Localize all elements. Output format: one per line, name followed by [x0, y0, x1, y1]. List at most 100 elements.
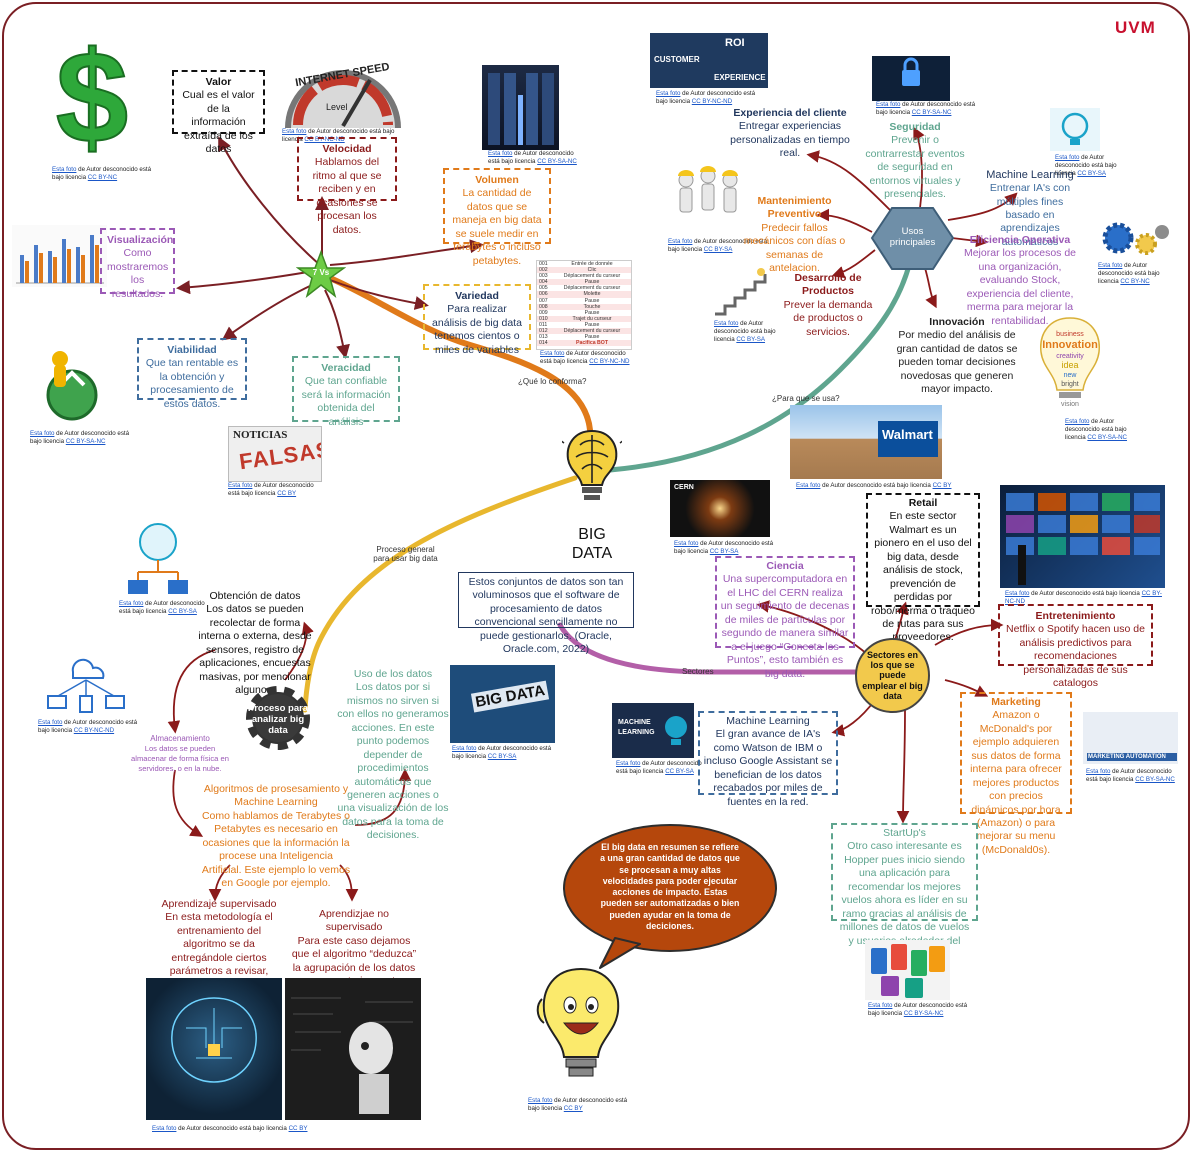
screens-wall-image — [1000, 485, 1165, 588]
hub-sectores: Sectores en los que se puede emplear el … — [855, 638, 930, 713]
variedad-row-label: Pause — [584, 334, 600, 341]
hub-usos-label: Usos principales — [889, 226, 936, 249]
ml-bulb-image — [1050, 108, 1100, 151]
variedad-row-number: 001 — [539, 261, 548, 267]
cloud-devices-image — [38, 650, 133, 716]
credit-recycle: Esta foto de Autor desconocido está bajo… — [30, 430, 130, 445]
gears-image — [1096, 218, 1174, 258]
variedad-table-row: 009 Pause — [537, 309, 631, 316]
summary-bubble-shape — [563, 824, 777, 969]
variedad-row-label: Pause — [584, 279, 600, 286]
data-center-image — [482, 65, 559, 150]
credit-fakenews: Esta foto de Autor desconocido está bajo… — [228, 482, 314, 497]
workers-image — [668, 162, 750, 232]
credit-smiling-bulb: Esta foto de Autor desconocido está bajo… — [528, 1097, 628, 1112]
variedad-table-row: 001 Entrée de donnée — [537, 261, 631, 268]
variedad-row-number: 003 — [539, 273, 548, 280]
credit-network: Esta foto de Autor desconocido está bajo… — [119, 600, 205, 615]
variedad-row-number: 012 — [539, 328, 548, 335]
hub-7vs-label: 7 Vs — [312, 268, 330, 277]
credit-ml-bulb: Esta foto de Autor desconocido está bajo… — [1055, 154, 1117, 177]
credit-roi: Esta foto de Autor desconocido está bajo… — [656, 90, 756, 105]
innovation-bulb-image: business Innovation creativity idea new … — [1035, 314, 1105, 414]
svg-text:Level: Level — [326, 102, 348, 112]
svg-text:idea: idea — [1061, 360, 1078, 370]
variedad-row-number: 008 — [539, 303, 548, 310]
recycle-man-image — [32, 345, 110, 423]
variedad-row-label: Entrée de donnée — [571, 261, 613, 267]
credit-bigdata-files: Esta foto de Autor desconocido está bajo… — [452, 745, 552, 760]
credit-screens: Esta foto de Autor desconocido está bajo… — [1005, 590, 1162, 605]
marketing-automation-image: MARKETING AUTOMATION — [1083, 712, 1178, 764]
credit-security: Esta foto de Autor desconocido está bajo… — [876, 101, 976, 116]
credit-mobile: Esta foto de Autor desconocido está bajo… — [868, 1002, 968, 1017]
svg-text:business: business — [1056, 331, 1084, 338]
variedad-row-label: Déplacement du curseur — [563, 273, 621, 280]
bar-chart-image — [12, 225, 107, 287]
brand-logo: UVM — [1115, 18, 1156, 37]
credit-gears: Esta foto de Autor desconocido está bajo… — [1098, 262, 1160, 285]
variedad-row-label: Pacifica BOT — [575, 340, 608, 347]
variedad-table-row: 004 Pause — [537, 279, 631, 286]
walmart-image: Walmart — [790, 405, 942, 479]
credit-datacenter: Esta foto de Autor desconocido está bajo… — [488, 150, 577, 165]
machine-learning-image: MACHINE LEARNING — [612, 703, 694, 758]
label-para-que-se-usa: ¿Para que se usa? — [772, 394, 840, 403]
variedad-row-number: 007 — [539, 297, 548, 304]
variedad-row-number: 014 — [539, 340, 548, 347]
svg-text:vision: vision — [1061, 401, 1079, 408]
label-que-lo-conforma: ¿Qué lo conforma? — [518, 377, 587, 386]
hub-7vs-star — [296, 250, 346, 299]
variedad-row-number: 006 — [539, 291, 548, 298]
credit-walmart: Esta foto de Autor desconocido está bajo… — [796, 482, 952, 489]
svg-text:creativity: creativity — [1056, 353, 1084, 360]
label-proceso-general: Proceso general para usar big data — [373, 545, 438, 563]
svg-text:bright: bright — [1061, 381, 1079, 388]
variedad-table-row: 008 Touche — [537, 303, 631, 310]
variedad-row-label: Pause — [584, 309, 600, 316]
svg-text:$: $ — [56, 30, 128, 155]
cern-image: CERN — [670, 480, 770, 537]
variedad-row-number: 010 — [539, 315, 548, 322]
variedad-table-row: 014 Pacifica BOT — [537, 340, 631, 347]
variedad-table-row: 012 Déplacement du curseur — [537, 328, 631, 335]
credit-variedad: Esta foto de Autor desconocido está bajo… — [540, 350, 630, 365]
variedad-row-label: Clic — [587, 267, 597, 274]
variedad-row-number: 004 — [539, 279, 548, 286]
brain-bulb-icon — [562, 425, 622, 510]
credit-internet: Esta foto de Autor desconocido está bajo… — [282, 128, 395, 143]
variedad-row-label: Touche — [583, 303, 601, 310]
variedad-row-number: 009 — [539, 309, 548, 316]
credit-workers: Esta foto de Autor desconocido está bajo… — [668, 238, 768, 253]
hub-usos-principales — [870, 207, 955, 270]
variedad-row-label: Pause — [584, 321, 600, 328]
node-algoritmos: Algoritmos de prosesamiento y Machine Le… — [201, 783, 351, 890]
credit-circuit: Esta foto de Autor desconocido está bajo… — [152, 1125, 308, 1132]
variedad-row-label: Pause — [584, 297, 600, 304]
network-devices-image — [118, 520, 198, 598]
hub-proceso-label: Proceso para analizar big data — [247, 703, 309, 736]
credit-dollar: Esta foto de Autor desconocido está bajo… — [52, 166, 152, 181]
internet-speed-image: INTERNET SPEED Level — [278, 40, 403, 130]
credit-stairs: Esta foto de Autor desconocido está bajo… — [714, 320, 776, 343]
variedad-row-label: Déplacement du curseur — [563, 328, 621, 335]
